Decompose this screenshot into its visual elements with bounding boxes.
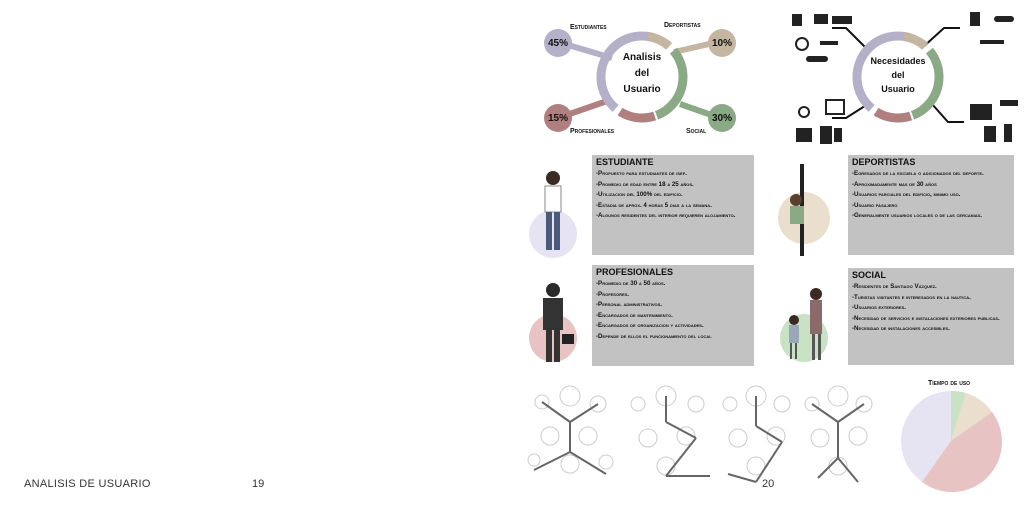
flow-arrows-4 [811, 403, 865, 483]
card-item: -Necesidad de instalaciones accesibles. [852, 325, 950, 332]
arc-profesionales [596, 31, 688, 123]
flow-arrows-3 [727, 396, 783, 483]
pct-profesionales: 15% [544, 104, 572, 132]
professional-figure [529, 283, 577, 362]
card-item: -Usuarios parciales del edificio, minimo… [852, 191, 961, 198]
label-profesionales: Profesionales [570, 128, 615, 135]
needs-icons-bottom-left [796, 99, 845, 144]
usage-chart-title: Tiempo de uso [928, 380, 971, 387]
footer-title: ANALISIS DE USUARIO [24, 478, 151, 490]
needs-donut-title: Necesidades del Usuario [870, 56, 926, 94]
needs-donut-section: Necesidades del Usuario [772, 0, 1024, 150]
card-item: -Estadia de aprox. 4 horas 5 dias a la s… [596, 201, 712, 209]
analysis-donut-title: Analisis del Usuario [622, 52, 662, 95]
card-item: -Algunos residentes del interior requier… [596, 212, 736, 219]
card-item: -Utilizacion del 100% del edificio. [596, 191, 683, 198]
arc-social [596, 31, 688, 123]
flow-diagram-1 [527, 385, 614, 474]
card-title: ESTUDIANTE [596, 157, 654, 167]
card-social: SOCIAL -Residentes de Santiago Vázquez. … [848, 268, 1014, 365]
flow-diagrams [527, 385, 873, 483]
card-item: -Turistas visitantes e interesados en la… [852, 293, 971, 301]
flow-arrows-1 [533, 401, 607, 475]
card-item: -Necesidad de servicios e instalaciones … [852, 314, 1000, 322]
card-title: SOCIAL [852, 270, 887, 280]
card-profesionales: PROFESIONALES -Promedio de 30 a 50 años.… [592, 265, 754, 366]
card-item: -Promedio de 30 a 50 años. [596, 280, 666, 287]
card-item: -Promedio de edad entre 18 a 25 años. [596, 180, 694, 188]
card-item: -Usuario pasajero [852, 201, 898, 209]
page-number-left: 19 [252, 478, 265, 490]
arc-estudiantes [596, 31, 688, 123]
card-item: -Usuarios exteriores. [852, 304, 906, 311]
needs-icons-top-right [970, 12, 1014, 44]
arc-deportistas [596, 31, 688, 123]
card-item: -Egresados de la escuela o adicionados d… [852, 170, 984, 177]
card-deportistas: DEPORTISTAS -Egresados de la escuela o a… [848, 155, 1014, 255]
social-figures [780, 288, 828, 362]
card-item: -Depende de ellos el funcionamiento del … [596, 332, 712, 340]
pct-estudiantes: 45% [544, 29, 572, 57]
needs-donut [792, 12, 1018, 144]
student-figure [529, 171, 577, 258]
pct-deportistas: 10% [708, 29, 736, 57]
card-item: -Encargados de mantenimiento. [596, 311, 673, 319]
needs-icons-top-left [792, 14, 852, 62]
card-estudiante: ESTUDIANTE -Propuesto para estudiantes d… [592, 155, 754, 255]
label-social: Social [686, 128, 707, 135]
flow-diagram-2 [630, 385, 705, 476]
needs-icons-bottom-right [970, 100, 1018, 142]
page-number-right: 20 [762, 478, 775, 490]
athlete-figure [778, 164, 830, 256]
flow-arrows-2 [665, 396, 710, 477]
label-deportistas: Deportistas [664, 22, 701, 29]
pie-slice [951, 393, 992, 441]
pie-slice [922, 412, 1002, 492]
card-item: -Profesores. [596, 290, 630, 298]
card-item: -Generalmente usuarios locales o de las … [852, 212, 983, 219]
card-title: DEPORTISTAS [852, 157, 916, 167]
left-page: ANALISIS DE USUARIO 19 [24, 478, 265, 490]
card-item: -Propuesto para estudiantes de isef. [596, 170, 687, 177]
usage-pie [901, 390, 1002, 492]
card-item: -Encargados de organizacion y actividade… [596, 322, 704, 329]
label-estudiantes: Estudiantes [570, 24, 607, 31]
card-title: PROFESIONALES [596, 267, 674, 277]
pct-social: 30% [708, 104, 736, 132]
right-page: Analisis del Usuario 45% 10% 15% 30% Est… [512, 0, 1024, 512]
analysis-donut-section: Analisis del Usuario 45% 10% 15% 30% Est… [512, 0, 762, 150]
card-item: -Personal administrativos. [596, 301, 662, 308]
card-item: -Residentes de Santiago Vázquez. [852, 283, 937, 290]
pie-slice [951, 390, 966, 441]
card-item: -Aproximadamente mas de 30 años [852, 180, 937, 188]
